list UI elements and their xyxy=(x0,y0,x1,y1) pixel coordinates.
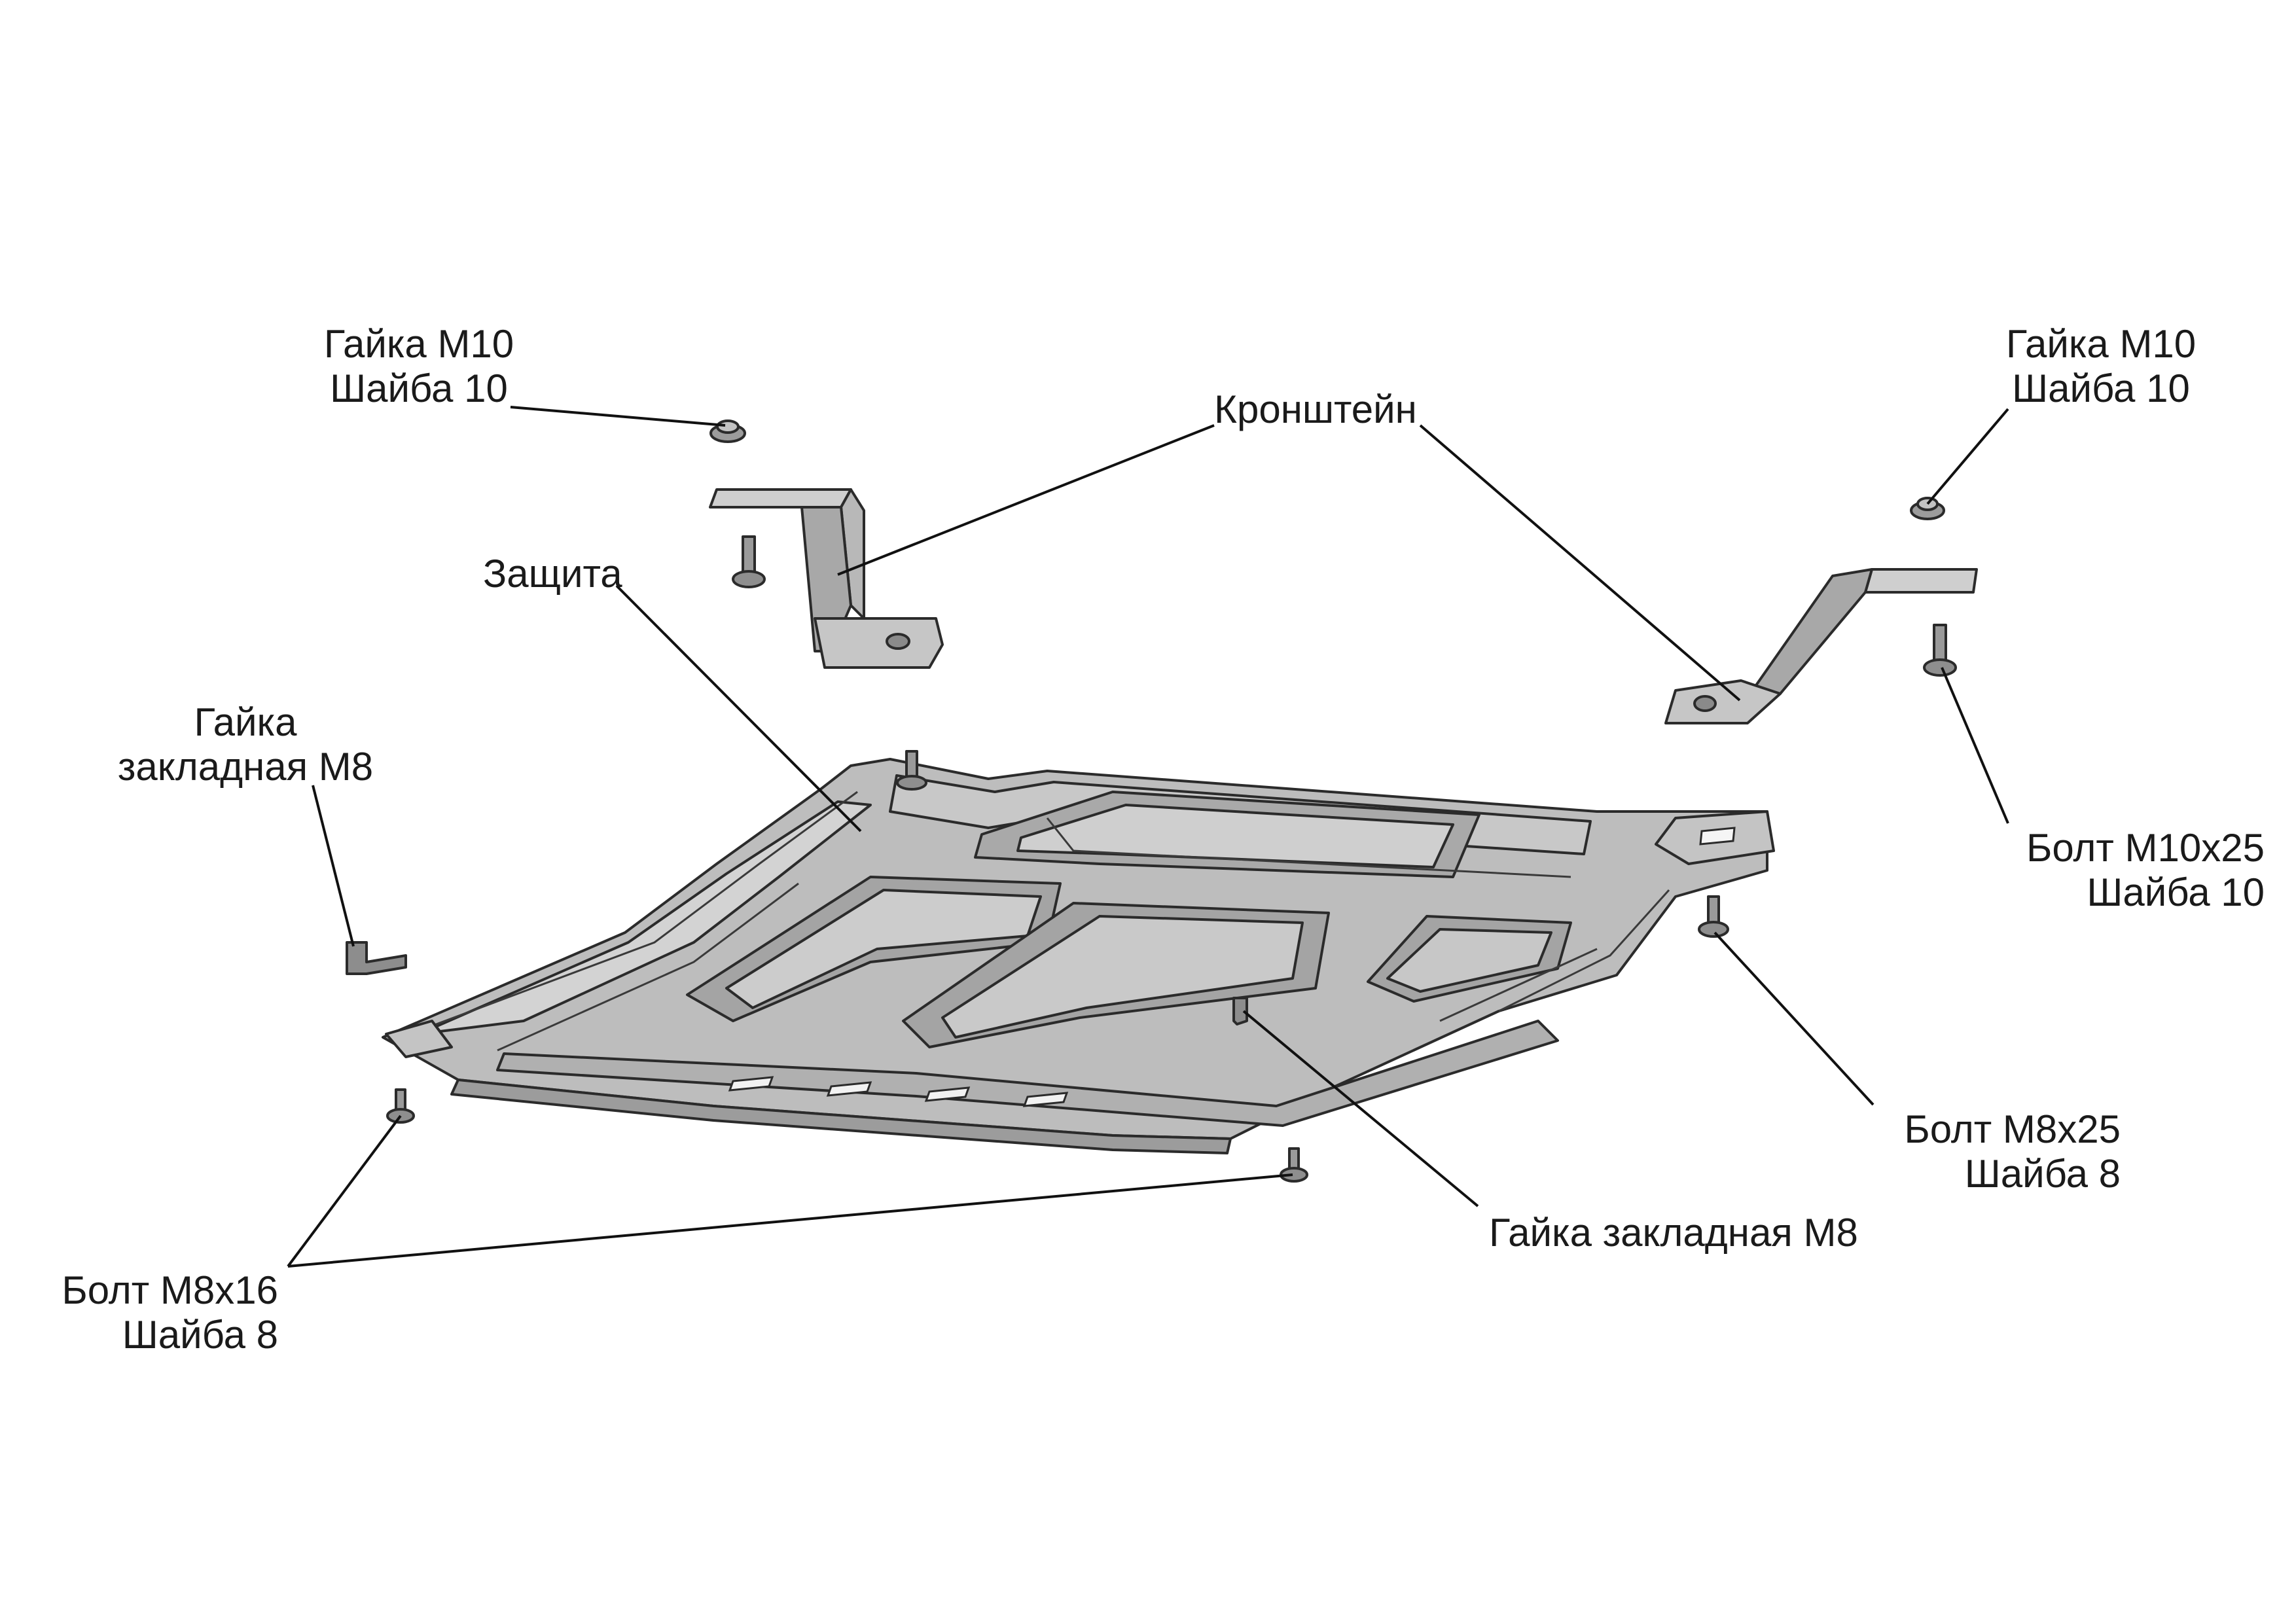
label-insert-nut-center: Гайка закладная М8 xyxy=(1489,1211,1858,1255)
label-line: Защита xyxy=(483,552,622,596)
leader-bolt-m8x25 xyxy=(1713,931,1874,1106)
label-line: Шайба 8 xyxy=(1964,1152,2121,1196)
nut-m10-right xyxy=(1910,497,1945,520)
label-nut-m10-right: Гайка М10 Шайба 10 xyxy=(1990,322,2212,411)
label-bolt-m8x25: Болт М8х25 Шайба 8 xyxy=(1846,1107,2121,1196)
bolt-m8x16-right xyxy=(1280,1147,1308,1183)
leader-bolt-m10x25 xyxy=(1941,667,2009,824)
leader-nut-m10-left xyxy=(510,406,726,427)
label-insert-nut-left: Гайка закладная М8 xyxy=(108,700,383,789)
label-line: Шайба 10 xyxy=(2087,870,2265,914)
label-guard: Защита xyxy=(483,552,622,596)
label-line: Болт М8х16 xyxy=(62,1268,278,1312)
leader-bolt-m8x16-b xyxy=(287,1173,1293,1268)
bolt-left-bracket xyxy=(732,535,766,588)
label-line: Гайка М10 xyxy=(323,322,514,366)
label-line: Гайка xyxy=(194,700,297,744)
label-line: Гайка М10 xyxy=(2005,322,2197,366)
bolt-m10x25 xyxy=(1923,624,1957,677)
label-line: Кронштейн xyxy=(1214,387,1417,431)
label-line: Шайба 8 xyxy=(122,1313,278,1357)
label-line: Болт М10х25 xyxy=(2026,826,2265,870)
label-line: Болт М8х25 xyxy=(1904,1107,2121,1151)
bracket-left xyxy=(709,488,944,669)
leader-guard xyxy=(615,584,862,832)
leader-bracket-right xyxy=(1419,424,1741,702)
label-bolt-m10x25: Болт М10х25 Шайба 10 xyxy=(1977,826,2265,915)
rear-stud xyxy=(896,750,927,791)
insert-nut-center xyxy=(1232,997,1248,1026)
leader-bracket-left xyxy=(837,424,1215,576)
leader-lines xyxy=(287,406,2009,1268)
bracket-right xyxy=(1664,568,1978,724)
leader-nut-m10-right xyxy=(1926,408,2009,505)
leader-insert-nut-center xyxy=(1242,1010,1479,1207)
label-bracket: Кронштейн xyxy=(1214,387,1417,432)
insert-nut-left xyxy=(346,941,407,975)
label-line: Шайба 10 xyxy=(330,366,508,410)
leader-insert-nut-left xyxy=(312,785,355,947)
label-bolt-m8x16: Болт М8х16 Шайба 8 xyxy=(26,1268,278,1357)
skid-plate xyxy=(382,750,1775,1154)
nut-m10-left xyxy=(709,419,746,443)
label-line: закладная М8 xyxy=(117,745,374,789)
leader-bolt-m8x16-a xyxy=(287,1115,402,1268)
label-line: Шайба 10 xyxy=(2012,366,2190,410)
label-line: Гайка закладная М8 xyxy=(1489,1211,1858,1255)
label-nut-m10-left: Гайка М10 Шайба 10 xyxy=(308,322,530,411)
bolt-m8x25 xyxy=(1698,895,1729,938)
